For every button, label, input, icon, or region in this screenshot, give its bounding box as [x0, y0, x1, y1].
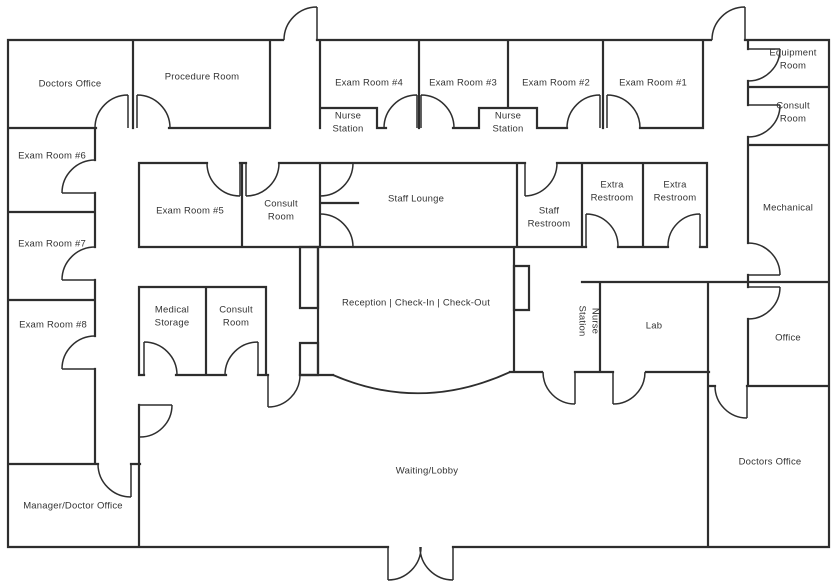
room-label-manager-doctor-office: Manager/Doctor Office	[23, 500, 123, 512]
room-label-exam-room-2: Exam Room #2	[522, 77, 590, 89]
room-label-office: Office	[775, 332, 801, 344]
room-label-exam-room-7: Exam Room #7	[18, 238, 86, 250]
room-label-exam-room-3: Exam Room #3	[429, 77, 497, 89]
room-label-nurse-station-south: Nurse Station	[576, 305, 601, 337]
room-label-consult-room-mid: Consult Room	[264, 198, 298, 223]
room-label-equipment-room: Equipment Room	[769, 47, 817, 72]
room-label-doctors-office-se: Doctors Office	[738, 456, 802, 468]
room-label-exam-room-4: Exam Room #4	[335, 77, 403, 89]
door-swings	[61, 6, 781, 581]
room-label-extra-restroom-1: Extra Restroom	[590, 179, 634, 204]
room-label-exam-room-6: Exam Room #6	[18, 150, 86, 162]
room-label-reception: Reception | Check-In | Check-Out	[341, 297, 491, 309]
room-label-lab: Lab	[645, 320, 663, 332]
room-label-consult-room-sw: Consult Room	[219, 304, 253, 329]
reception-window-pilasters	[298, 245, 531, 377]
room-label-mechanical: Mechanical	[762, 202, 814, 214]
room-label-staff-restroom: Staff Restroom	[527, 205, 571, 230]
room-label-staff-lounge: Staff Lounge	[387, 193, 445, 205]
room-label-exam-room-1: Exam Room #1	[619, 77, 687, 89]
room-label-nurse-station-west: Nurse Station	[332, 110, 364, 135]
walls	[6, 38, 831, 549]
room-label-medical-storage: Medical Storage	[154, 304, 190, 329]
room-label-doctors-office-nw: Doctors Office	[38, 78, 102, 90]
room-label-procedure-room: Procedure Room	[164, 71, 240, 83]
room-label-exam-room-8: Exam Room #8	[19, 319, 87, 331]
room-label-exam-room-5: Exam Room #5	[156, 205, 224, 217]
reception-counter	[332, 371, 511, 395]
room-label-extra-restroom-2: Extra Restroom	[653, 179, 697, 204]
room-label-consult-room-ne: Consult Room	[776, 100, 810, 125]
room-label-nurse-station-east: Nurse Station	[492, 110, 524, 135]
room-label-waiting-lobby: Waiting/Lobby	[395, 465, 459, 477]
